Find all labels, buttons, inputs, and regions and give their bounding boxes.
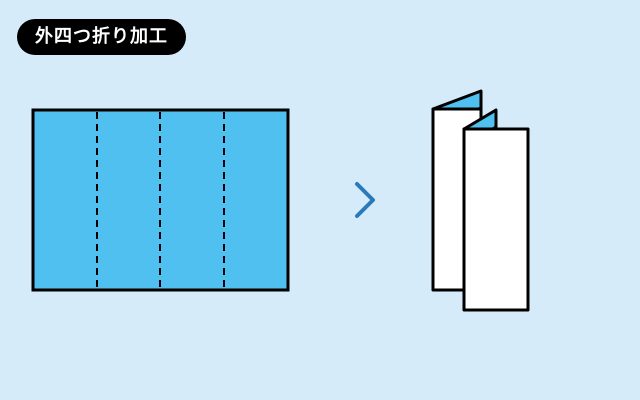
chevron-right-icon [355,182,375,218]
title-badge: 外四つ折り加工 [17,19,186,55]
folded-sheet [431,89,530,312]
folded-panel-front [462,127,530,312]
flat-sheet [31,108,290,292]
